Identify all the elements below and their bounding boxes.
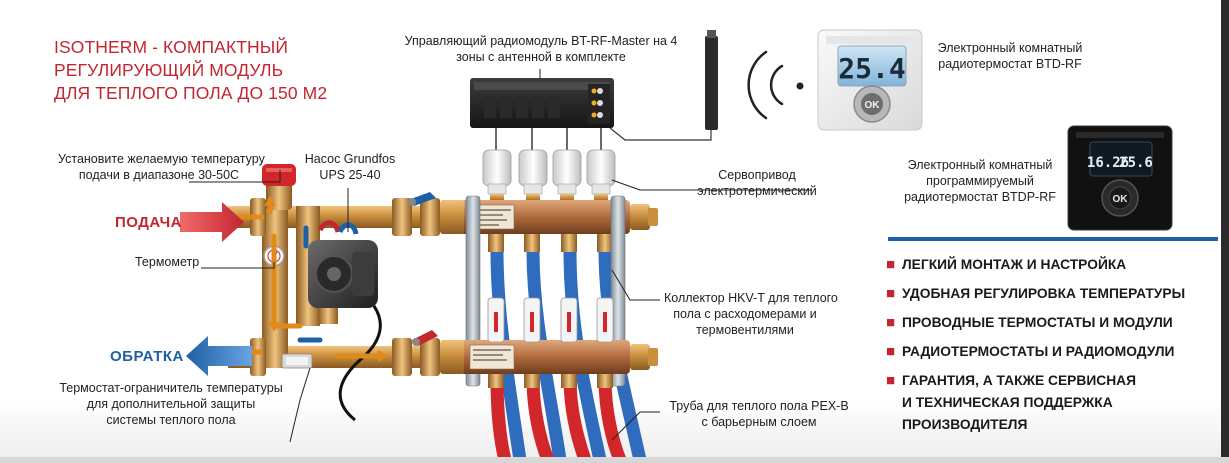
set-temp-line: подачи в диапазоне 30-50С bbox=[78, 168, 240, 182]
section-divider bbox=[888, 237, 1218, 241]
feature-text: УДОБНАЯ РЕГУЛИРОВКА ТЕМПЕРАТУРЫ bbox=[902, 286, 1186, 301]
rf-ok-button: OK bbox=[865, 100, 881, 111]
collector-line: пола с расходомерами и bbox=[673, 307, 817, 321]
feature-text: ЛЕГКИЙ МОНТАЖ И НАСТРОЙКА bbox=[902, 257, 1127, 272]
feature-text: ПРОИЗВОДИТЕЛЯ bbox=[902, 417, 1028, 432]
set-temp-line: Установите желаемую температуру bbox=[58, 152, 265, 166]
title-line: ДЛЯ ТЕПЛОГО ПОЛА ДО 150 М2 bbox=[54, 83, 328, 103]
image-frame-bottom bbox=[0, 457, 1229, 463]
pipe-line: с барьерным слоем bbox=[701, 415, 817, 429]
feature-list: ■ ЛЕГКИЙ МОНТАЖ И НАСТРОЙКА ■ УДОБНАЯ РЕ… bbox=[886, 254, 1216, 443]
supply-arrow-icon bbox=[180, 202, 244, 242]
thermostat-prog-line: Электронный комнатный bbox=[907, 158, 1053, 172]
leader-lines bbox=[189, 69, 812, 443]
valve-handles bbox=[408, 192, 438, 346]
servo-line: электротермический bbox=[697, 184, 817, 198]
prog-lcd-right: 25.6 bbox=[1119, 155, 1153, 171]
bullet-icon: ■ bbox=[886, 256, 896, 273]
manifold-brackets bbox=[465, 195, 626, 387]
prog-lcd-left: 16.26 bbox=[1087, 155, 1129, 171]
collector-line: Коллектор HKV-T для теплого bbox=[664, 291, 838, 305]
bullet-icon: ■ bbox=[886, 372, 896, 389]
bullet-icon: ■ bbox=[886, 314, 896, 331]
bullet-icon: ■ bbox=[886, 343, 896, 360]
limiter-line: системы теплого пола bbox=[106, 413, 236, 427]
feature-item: ■ УДОБНАЯ РЕГУЛИРОВКА ТЕМПЕРАТУРЫ bbox=[886, 283, 1216, 305]
prog-ok-button: OK bbox=[1113, 194, 1129, 205]
feature-item: ■ РАДИОТЕРМОСТАТЫ И РАДИОМОДУЛИ bbox=[886, 341, 1216, 363]
pump-label: Насос Grundfos UPS 25-40 bbox=[300, 151, 400, 183]
manifold-end-caps bbox=[630, 204, 658, 370]
pump-cable bbox=[338, 305, 382, 422]
limiter-thermostat bbox=[281, 353, 313, 369]
thermostat-prog-label: Электронный комнатный программируемый ра… bbox=[900, 157, 1060, 205]
collector-label: Коллектор HKV-T для теплого пола с расхо… bbox=[664, 290, 854, 338]
radio-module-line: Управляющий радиомодуль BT-RF-Master на … bbox=[404, 34, 678, 48]
return-manifold bbox=[460, 297, 630, 388]
page-title: ISOTHERM - КОМПАКТНЫЙ РЕГУЛИРУЮЩИЙ МОДУЛ… bbox=[54, 36, 354, 105]
thermostat-rf: 25.4 OK bbox=[817, 29, 923, 131]
feature-text: ПРОВОДНЫЕ ТЕРМОСТАТЫ И МОДУЛИ bbox=[902, 315, 1173, 330]
bullet-icon: ■ bbox=[886, 285, 896, 302]
collector-line: термовентилями bbox=[696, 323, 794, 337]
image-frame-right bbox=[1221, 0, 1229, 463]
servo-line: Сервопривод bbox=[718, 168, 796, 182]
title-line: РЕГУЛИРУЮЩИЙ МОДУЛЬ bbox=[54, 60, 284, 80]
pipe-line: Труба для теплого пола PEX-B bbox=[669, 399, 849, 413]
set-temp-label: Установите желаемую температуру подачи в… bbox=[58, 151, 265, 183]
return-arrow-icon bbox=[186, 336, 252, 376]
supply-label: ПОДАЧА bbox=[115, 214, 182, 231]
rf-lcd-readout: 25.4 bbox=[838, 52, 905, 85]
servo-actuators bbox=[482, 149, 616, 202]
radio-waves-icon bbox=[747, 50, 804, 120]
title-line: ISOTHERM - КОМПАКТНЫЙ bbox=[54, 37, 289, 57]
radio-module-line: зоны с антенной в комплекте bbox=[456, 50, 626, 64]
pump bbox=[308, 220, 378, 324]
feature-item: ■ ПРОВОДНЫЕ ТЕРМОСТАТЫ И МОДУЛИ bbox=[886, 312, 1216, 334]
thermostat-rf-line: радиотермостат BTD-RF bbox=[938, 57, 1082, 71]
pump-line: Насос Grundfos bbox=[304, 152, 396, 166]
thermostat-rf-label: Электронный комнатный радиотермостат BTD… bbox=[935, 40, 1085, 72]
pump-line: UPS 25-40 bbox=[319, 168, 381, 182]
feature-item: ■ ГАРАНТИЯ, А ТАКЖЕ СЕРВИСНАЯ И ТЕХНИЧЕС… bbox=[886, 370, 1216, 436]
servo-label: Сервопривод электротермический bbox=[692, 167, 822, 199]
feature-text: ГАРАНТИЯ, А ТАКЖЕ СЕРВИСНАЯ bbox=[902, 373, 1137, 388]
thermostat-prog-line: программируемый bbox=[926, 174, 1034, 188]
limiter-label: Термостат-ограничитель температуры для д… bbox=[56, 380, 286, 428]
supply-manifold bbox=[460, 200, 630, 252]
feature-item: ■ ЛЕГКИЙ МОНТАЖ И НАСТРОЙКА bbox=[886, 254, 1216, 276]
servo-wires bbox=[495, 128, 602, 150]
radio-module bbox=[470, 78, 614, 128]
antenna bbox=[609, 30, 718, 141]
radio-module-label: Управляющий радиомодуль BT-RF-Master на … bbox=[400, 33, 682, 65]
thermostat-prog-rf: 16.26 25.6 OK bbox=[1067, 125, 1173, 231]
feature-text: РАДИОТЕРМОСТАТЫ И РАДИОМОДУЛИ bbox=[902, 344, 1175, 359]
pipe-label: Труба для теплого пола PEX-B с барьерным… bbox=[664, 398, 854, 430]
feature-text: И ТЕХНИЧЕСКАЯ ПОДДЕРЖКА bbox=[902, 395, 1113, 410]
thermostat-prog-line: радиотермостат BTDP-RF bbox=[904, 190, 1056, 204]
return-label: ОБРАТКА bbox=[110, 348, 184, 365]
thermostat-rf-line: Электронный комнатный bbox=[937, 41, 1083, 55]
limiter-line: Термостат-ограничитель температуры bbox=[59, 381, 283, 395]
thermometer-label: Термометр bbox=[135, 255, 200, 269]
limiter-line: для дополнительной защиты bbox=[86, 397, 256, 411]
